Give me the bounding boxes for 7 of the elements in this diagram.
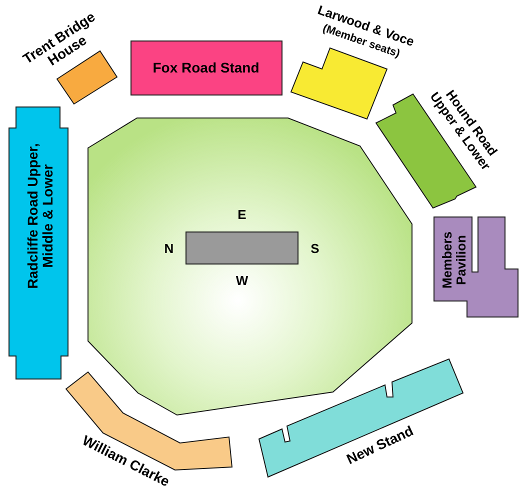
stand-label: Radcliffe Road Upper, Middle & Lower xyxy=(25,142,55,290)
compass-letter: S xyxy=(310,242,320,256)
compass-letter: N xyxy=(164,242,174,256)
compass-letter: E xyxy=(238,208,246,222)
stand-label: Members Pavilion xyxy=(440,230,468,290)
stand-label: Fox Road Stand xyxy=(152,60,260,76)
compass-letter: W xyxy=(236,274,248,288)
